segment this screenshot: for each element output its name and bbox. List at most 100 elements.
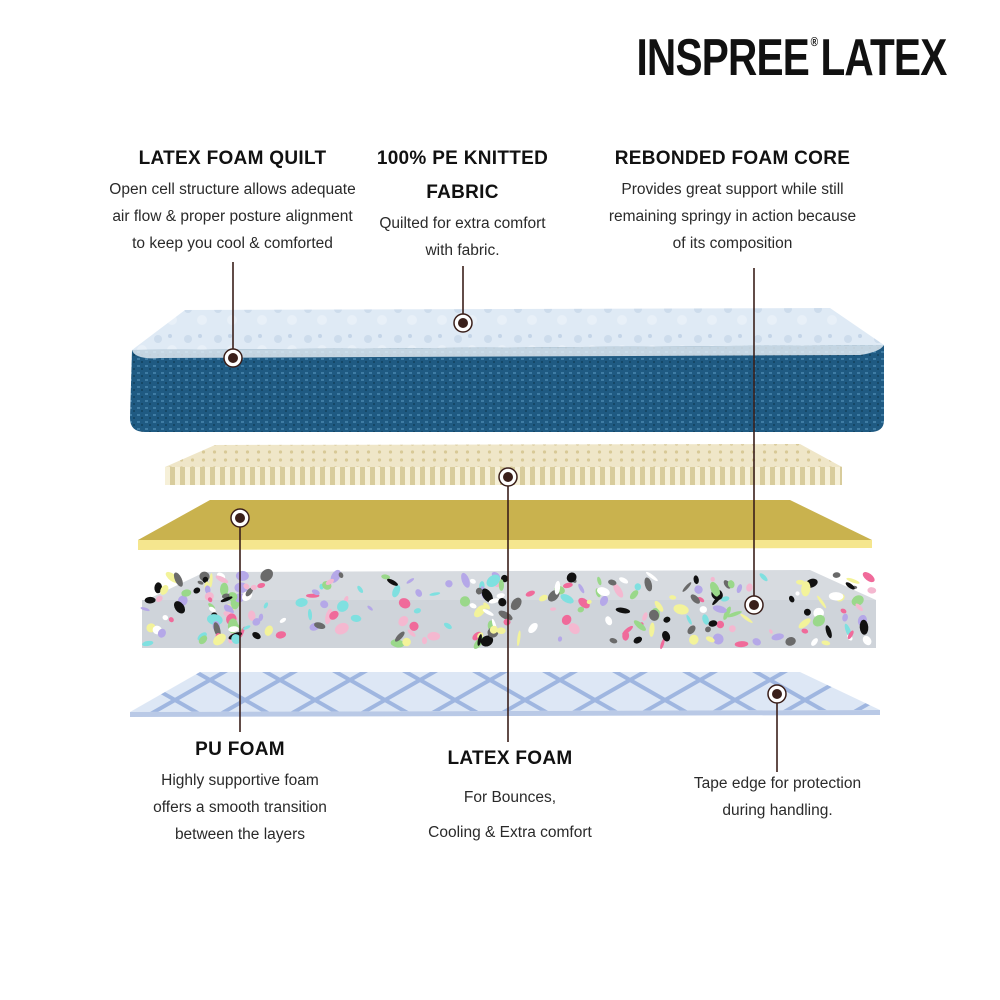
- foam-speck: [215, 575, 229, 584]
- foam-speck: [402, 637, 411, 647]
- callout-title: 100% PE KNITTED: [376, 148, 549, 169]
- foam-speck: [140, 607, 150, 612]
- foam-speck: [398, 615, 409, 627]
- brand-name-right: LATEX: [819, 29, 947, 87]
- foam-speck: [599, 595, 609, 606]
- foam-speck: [828, 592, 844, 601]
- foam-speck: [851, 595, 864, 607]
- foam-speck: [746, 583, 753, 592]
- foam-speck: [390, 639, 405, 648]
- foam-speck: [622, 625, 633, 635]
- marker-tape-edge: [767, 684, 787, 704]
- foam-speck: [608, 579, 617, 586]
- foam-speck: [825, 625, 832, 639]
- foam-speck: [821, 640, 831, 646]
- foam-speck: [398, 598, 411, 609]
- quilt-layer: [130, 308, 884, 432]
- foam-speck: [204, 585, 211, 595]
- foam-speck: [801, 581, 811, 597]
- foam-speck: [723, 606, 731, 620]
- foam-speck: [705, 636, 715, 643]
- callout-title: FABRIC: [426, 182, 499, 203]
- foam-speck: [662, 630, 671, 642]
- callout-line: Open cell structure allows adequate: [109, 181, 356, 198]
- foam-speck: [740, 613, 753, 623]
- marker-pu-foam: [230, 508, 250, 528]
- foam-speck: [142, 640, 154, 647]
- foam-speck: [395, 631, 405, 642]
- foam-speck: [367, 605, 373, 611]
- foam-speck: [712, 593, 723, 606]
- foam-speck: [250, 584, 257, 591]
- callout-line: with fabric.: [425, 242, 500, 259]
- foam-speck: [855, 603, 863, 612]
- foam-speck: [699, 606, 707, 613]
- foam-speck: [475, 587, 483, 595]
- foam-speck: [795, 591, 800, 596]
- foam-speck: [705, 626, 711, 633]
- foam-speck: [510, 597, 522, 611]
- foam-speck: [669, 595, 677, 600]
- foam-speck: [577, 606, 585, 613]
- leader-lines: [232, 262, 778, 772]
- foam-speck: [243, 583, 250, 590]
- foam-speck: [697, 596, 705, 603]
- foam-speck: [633, 620, 646, 631]
- foam-speck: [693, 575, 699, 585]
- foam-speck: [566, 572, 577, 583]
- foam-speck: [649, 622, 655, 637]
- foam-speck: [538, 594, 548, 602]
- callout-title: LATEX FOAM: [447, 748, 573, 769]
- foam-speck: [160, 584, 169, 595]
- foam-speck: [842, 613, 848, 622]
- foam-speck: [459, 596, 471, 607]
- foam-speck: [314, 622, 326, 629]
- foam-speck: [528, 622, 538, 634]
- foam-speck: [708, 620, 718, 627]
- foam-speck: [663, 616, 671, 623]
- foam-speck: [720, 596, 730, 602]
- foam-speck: [242, 625, 251, 630]
- foam-speck: [461, 572, 470, 588]
- foam-speck: [193, 587, 201, 594]
- foam-speck: [338, 572, 344, 578]
- foam-speck: [517, 630, 521, 647]
- callout-latex-foam-quilt: LATEX FOAM QUILT Open cell structure all…: [100, 142, 365, 257]
- foam-speck: [258, 613, 264, 621]
- foam-speck: [734, 641, 749, 648]
- foam-speck: [482, 609, 494, 616]
- foam-speck: [615, 607, 631, 614]
- foam-speck: [197, 580, 204, 585]
- foam-speck: [154, 582, 163, 594]
- callout-line: Provides great support while still: [621, 181, 844, 198]
- foam-speck: [549, 607, 557, 611]
- callout-line: of its composition: [672, 235, 793, 252]
- foam-speck: [847, 630, 854, 640]
- foam-speck: [409, 621, 419, 631]
- callout-line: air flow & proper posture alignment: [112, 208, 353, 225]
- foam-speck: [295, 598, 308, 607]
- foam-speck: [325, 608, 333, 625]
- foam-speck: [181, 589, 192, 597]
- foam-speck: [329, 610, 339, 620]
- foam-speck: [634, 583, 642, 591]
- foam-speck: [325, 578, 335, 585]
- foam-speck: [785, 637, 796, 646]
- foam-speck: [727, 580, 735, 589]
- callout-title: LATEX FOAM QUILT: [138, 148, 327, 169]
- foam-speck: [488, 598, 500, 604]
- foam-speck: [597, 587, 610, 597]
- foam-speck: [443, 622, 452, 630]
- foam-speck: [660, 638, 665, 650]
- foam-speck: [726, 611, 742, 618]
- foam-speck: [633, 636, 643, 644]
- foam-speck: [235, 570, 249, 581]
- foam-speck: [682, 582, 692, 592]
- callout-line: during handling.: [722, 802, 833, 819]
- foam-speck: [605, 616, 613, 626]
- foam-speck: [801, 628, 809, 634]
- callout-line: For Bounces,: [463, 789, 557, 806]
- foam-speck: [798, 618, 811, 629]
